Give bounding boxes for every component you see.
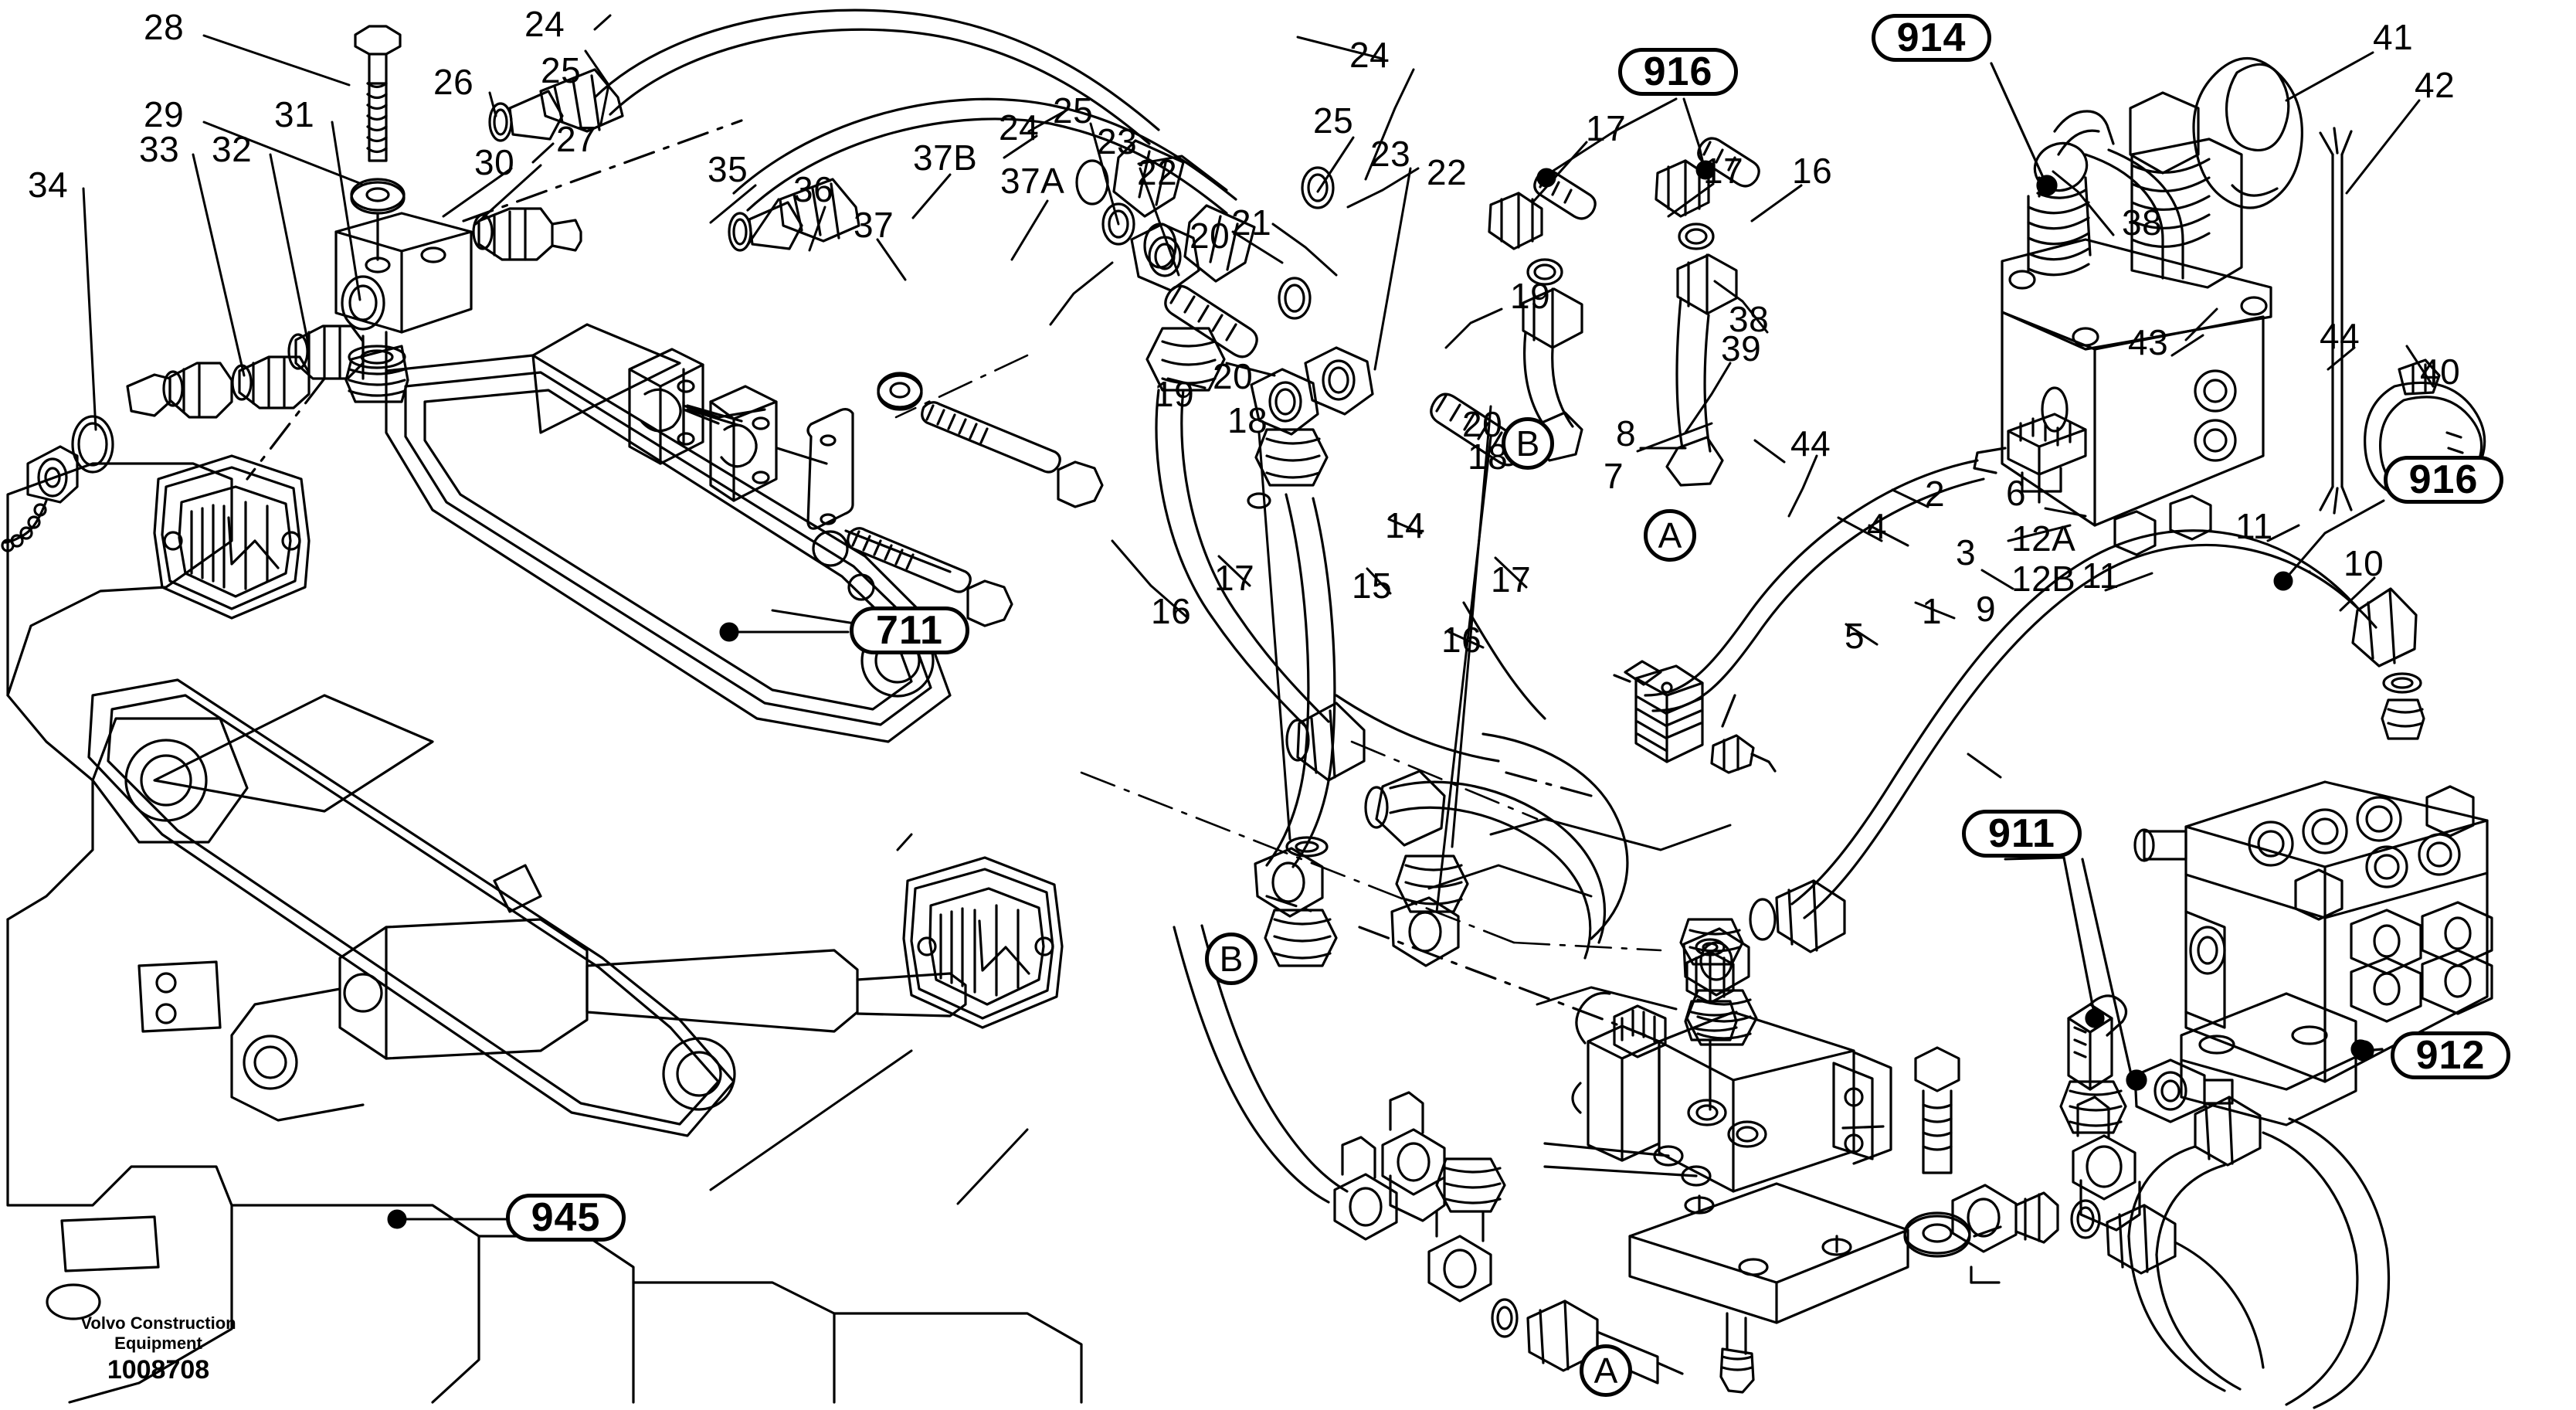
part-number-25: 25: [1313, 100, 1354, 141]
part-number-24: 24: [1349, 35, 1390, 75]
part-number-27: 27: [556, 119, 597, 159]
part-number-1: 1: [1922, 591, 1943, 631]
knob-cable-clamp: [2192, 56, 2486, 515]
part-number-44: 44: [2320, 316, 2360, 356]
part-number-37a: 37A: [1000, 161, 1065, 201]
brand-line-2: Equipment: [114, 1334, 202, 1354]
reference-callout-911[interactable]: 911: [1962, 810, 2082, 858]
middle-hoses-19-20: [1335, 601, 1629, 967]
part-number-7: 7: [1604, 456, 1624, 496]
part-number-11: 11: [2082, 556, 2120, 596]
reference-callout-916[interactable]: 916: [2384, 456, 2503, 504]
part-number-20: 20: [1462, 404, 1503, 444]
part-number-20: 20: [1213, 356, 1254, 396]
part-number-40: 40: [2420, 352, 2461, 392]
part-number-24: 24: [524, 4, 565, 44]
connection-marker-a: A: [1580, 1344, 1632, 1397]
part-number-9: 9: [1976, 589, 1997, 629]
part-number-18: 18: [1468, 437, 1509, 477]
part-number-19: 19: [1154, 374, 1195, 414]
valve-bank-912: [2133, 780, 2493, 1126]
brand-line-1: Volvo Construction: [80, 1313, 236, 1333]
work-light-upper: [153, 454, 311, 620]
hose-a-b-upper: [1488, 137, 1760, 487]
part-number-34: 34: [28, 165, 69, 205]
part-number-21: 21: [1231, 202, 1272, 243]
part-number-37b: 37B: [913, 138, 978, 178]
part-number-16: 16: [1151, 591, 1192, 631]
reference-callout-916[interactable]: 916: [1618, 48, 1738, 96]
part-number-15: 15: [1352, 566, 1393, 606]
loader-frame-outline: [6, 323, 1083, 1404]
part-number-23: 23: [1370, 134, 1411, 174]
part-number-29: 29: [144, 94, 185, 134]
reference-callout-914[interactable]: 914: [1872, 14, 1991, 62]
part-number-25: 25: [1053, 90, 1094, 131]
drawing-footer: Volvo Construction Equipment 1008708: [31, 1313, 286, 1385]
fittings-21-23: [1130, 223, 1524, 967]
part-number-38: 38: [1729, 299, 1770, 339]
hydraulic-hoses-24: [488, 8, 1335, 320]
part-number-26: 26: [433, 62, 474, 102]
solenoid-valve-assembly: [246, 119, 2002, 1394]
valve-block-27-assembly: [1, 25, 582, 552]
part-number-22: 22: [1427, 152, 1468, 192]
part-number-17: 17: [1703, 151, 1744, 191]
part-number-41: 41: [2373, 17, 2414, 57]
valve-911-and-hoses: [2059, 570, 2391, 1409]
part-number-14: 14: [1385, 505, 1426, 545]
part-number-36: 36: [793, 169, 834, 209]
long-hose-43-44: [1682, 529, 2425, 1046]
part-number-23: 23: [1097, 121, 1138, 161]
part-number-39: 39: [1721, 328, 1762, 369]
reference-brackets: [1049, 261, 1732, 1011]
part-number-44: 44: [1790, 423, 1831, 464]
part-number-30: 30: [474, 142, 515, 182]
part-number-25: 25: [541, 50, 582, 90]
part-number-16: 16: [1441, 620, 1482, 660]
part-number-43: 43: [2128, 322, 2169, 362]
part-number-33: 33: [139, 129, 180, 169]
part-number-11: 11: [2235, 506, 2273, 546]
connection-marker-b: B: [1502, 417, 1554, 470]
part-number-4: 4: [1867, 506, 1888, 546]
part-number-32: 32: [212, 129, 253, 169]
connection-marker-a: A: [1644, 509, 1696, 562]
part-number-28: 28: [144, 7, 185, 47]
part-number-42: 42: [2415, 65, 2456, 105]
clamp-assembly-35-37: [628, 348, 1104, 627]
part-number-35: 35: [708, 149, 748, 189]
part-number-6: 6: [2006, 473, 2027, 513]
part-number-18: 18: [1227, 400, 1268, 440]
reference-callout-945[interactable]: 945: [506, 1194, 626, 1242]
joystick-assembly-914: [1990, 62, 2272, 556]
part-number-10: 10: [2344, 543, 2384, 583]
reference-callout-711[interactable]: 711: [850, 606, 969, 654]
part-number-2: 2: [1925, 474, 1946, 514]
drawing-number: 1008708: [107, 1354, 210, 1385]
reference-callout-912[interactable]: 912: [2391, 1031, 2510, 1079]
part-number-16: 16: [1792, 151, 1833, 191]
part-number-17: 17: [1214, 558, 1255, 598]
part-number-5: 5: [1845, 616, 1865, 656]
part-number-8: 8: [1616, 413, 1637, 454]
work-light-lower: [902, 856, 1064, 1029]
part-number-37: 37: [854, 205, 894, 245]
part-number-22: 22: [1137, 152, 1178, 192]
part-number-17: 17: [1586, 108, 1627, 148]
leader-lines: [82, 14, 2435, 1229]
part-number-20: 20: [1190, 216, 1230, 256]
part-number-19: 19: [1510, 276, 1551, 316]
connection-marker-b: B: [1205, 933, 1257, 985]
part-number-3: 3: [1956, 532, 1977, 572]
part-number-24: 24: [999, 107, 1040, 148]
elbow-9: [1951, 1184, 2265, 1369]
electrical-connectors-38-39: [1613, 413, 2087, 774]
part-number-38: 38: [2122, 202, 2163, 243]
part-number-17: 17: [1491, 559, 1532, 600]
part-number-31: 31: [274, 94, 315, 134]
construction-centerlines: [894, 354, 1662, 952]
